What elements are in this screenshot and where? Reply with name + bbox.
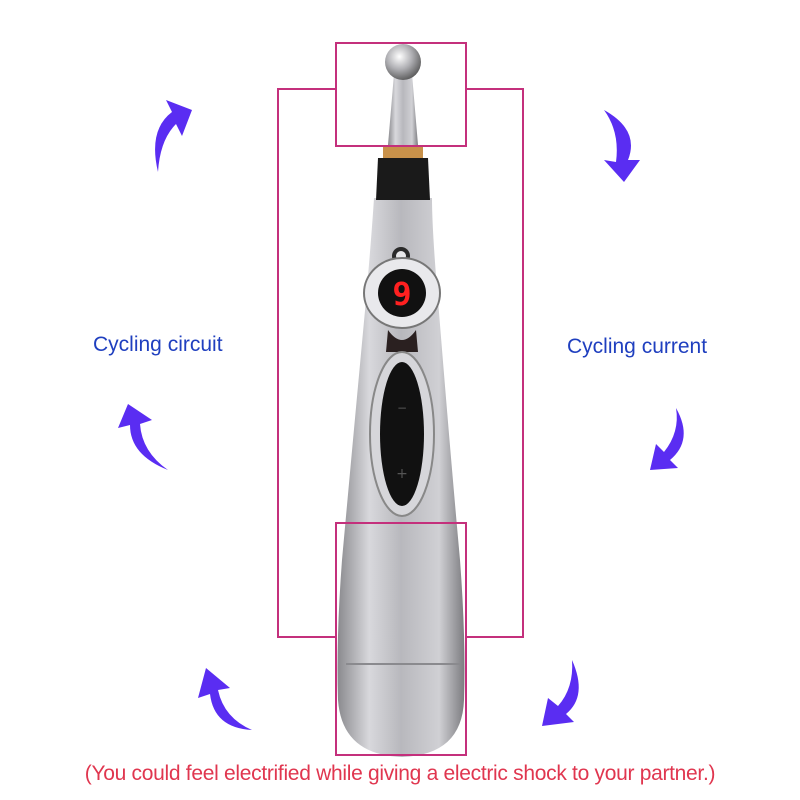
arrow-icon-top-right (604, 110, 640, 182)
circuit-line-left (277, 88, 336, 638)
pen-collar (376, 158, 430, 200)
cycling-circuit-label: Cycling circuit (93, 333, 223, 356)
arrow-icon-mid-left (118, 404, 168, 470)
minus-button[interactable]: − (397, 401, 407, 415)
pen-tip (388, 74, 418, 145)
tip-highlight-box (335, 42, 467, 147)
handle-highlight-box (335, 522, 467, 756)
arrow-icon-bottom-right (542, 660, 579, 726)
cycling-current-label: Cycling current (567, 335, 708, 358)
caption: (You could feel electrified while giving… (84, 762, 716, 785)
arrow-icon-mid-right (650, 408, 684, 470)
display-screen (378, 269, 426, 317)
arrow-icon-top-left (155, 100, 192, 172)
display-digit: 9 (392, 275, 411, 313)
ball-tip (385, 44, 421, 80)
gold-ring (383, 145, 423, 158)
circuit-line-right (466, 88, 524, 638)
arrow-icon-bottom-left (198, 668, 252, 730)
plus-button[interactable]: + (396, 466, 408, 482)
control-panel (380, 362, 424, 506)
